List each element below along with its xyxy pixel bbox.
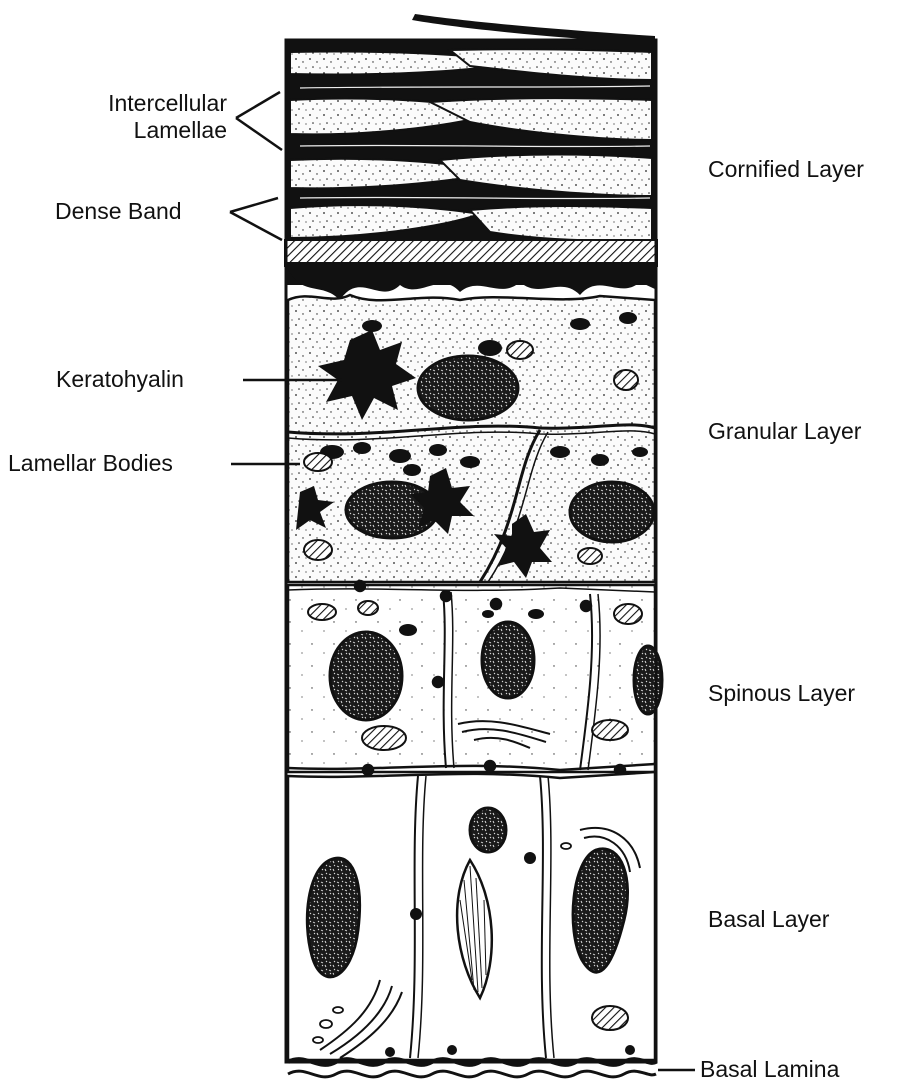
lamellar-bodies-label: Lamellar Bodies: [8, 450, 173, 477]
keratohyalin-label: Keratohyalin: [56, 366, 184, 393]
spinous-layer-label: Spinous Layer: [708, 680, 855, 707]
dense-band-label: Dense Band: [55, 198, 182, 225]
intercellular-lamellae-label: Intercellular Lamellae: [52, 90, 227, 144]
basal-layer-label: Basal Layer: [708, 906, 829, 933]
basal-layer: [288, 772, 656, 1077]
cornified-layer-label: Cornified Layer: [708, 156, 864, 183]
granular-layer: [288, 295, 655, 582]
spinous-layer: [288, 581, 662, 775]
intercellular-lamellae-label-line2: Lamellae: [52, 117, 227, 144]
intercellular-lamellae-label-line1: Intercellular: [52, 90, 227, 117]
basal-lamina-label: Basal Lamina: [700, 1056, 839, 1083]
granular-layer-label: Granular Layer: [708, 418, 861, 445]
cornified-layer: [285, 14, 657, 300]
